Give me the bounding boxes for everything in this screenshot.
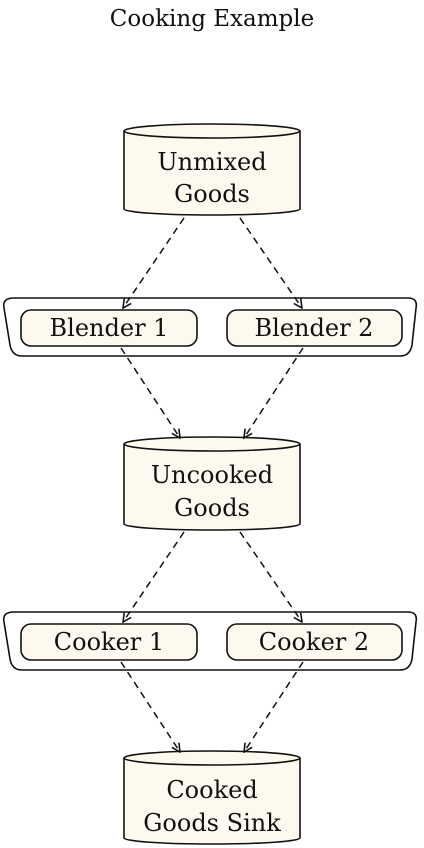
cooker-1-label: Cooker 1 (54, 628, 164, 656)
store-unmixed-line1: Unmixed (157, 148, 266, 176)
store-cooked-line1: Cooked (166, 776, 257, 804)
edge-unmixed-to-blender2 (239, 217, 302, 308)
blender-2-node (226, 309, 403, 347)
edge-blender1-to-uncooked (120, 347, 180, 438)
cooker-1-node (20, 623, 198, 661)
blender-1-node (20, 309, 198, 347)
blender-2-label: Blender 2 (255, 314, 374, 342)
edges (120, 217, 304, 752)
diagram-title: Cooking Example (109, 6, 315, 32)
edge-uncooked-to-cooker2 (239, 531, 302, 622)
cooker-group: Cooker 1 Cooker 2 (2, 611, 418, 671)
edge-cooker1-to-sink (120, 661, 180, 752)
edge-uncooked-to-cooker1 (123, 531, 185, 622)
blender-1-label: Blender 1 (50, 314, 169, 342)
blender-group: Blender 1 Blender 2 (2, 297, 418, 357)
store-uncooked-line1: Uncooked (151, 461, 273, 489)
store-unmixed-line2: Goods (174, 180, 250, 208)
store-cooked-line2: Goods Sink (143, 809, 281, 837)
store-uncooked-line2: Goods (174, 494, 250, 522)
edge-blender2-to-uncooked (244, 347, 304, 438)
cooker-2-node (226, 623, 403, 661)
edge-cooker2-to-sink (244, 661, 304, 752)
store-unmixed-goods: Unmixed Goods (123, 123, 301, 216)
store-cooked-goods-sink: Cooked Goods Sink (123, 750, 301, 845)
cooker-2-label: Cooker 2 (259, 628, 369, 656)
edge-unmixed-to-blender1 (123, 217, 185, 308)
store-uncooked-goods: Uncooked Goods (123, 436, 301, 531)
